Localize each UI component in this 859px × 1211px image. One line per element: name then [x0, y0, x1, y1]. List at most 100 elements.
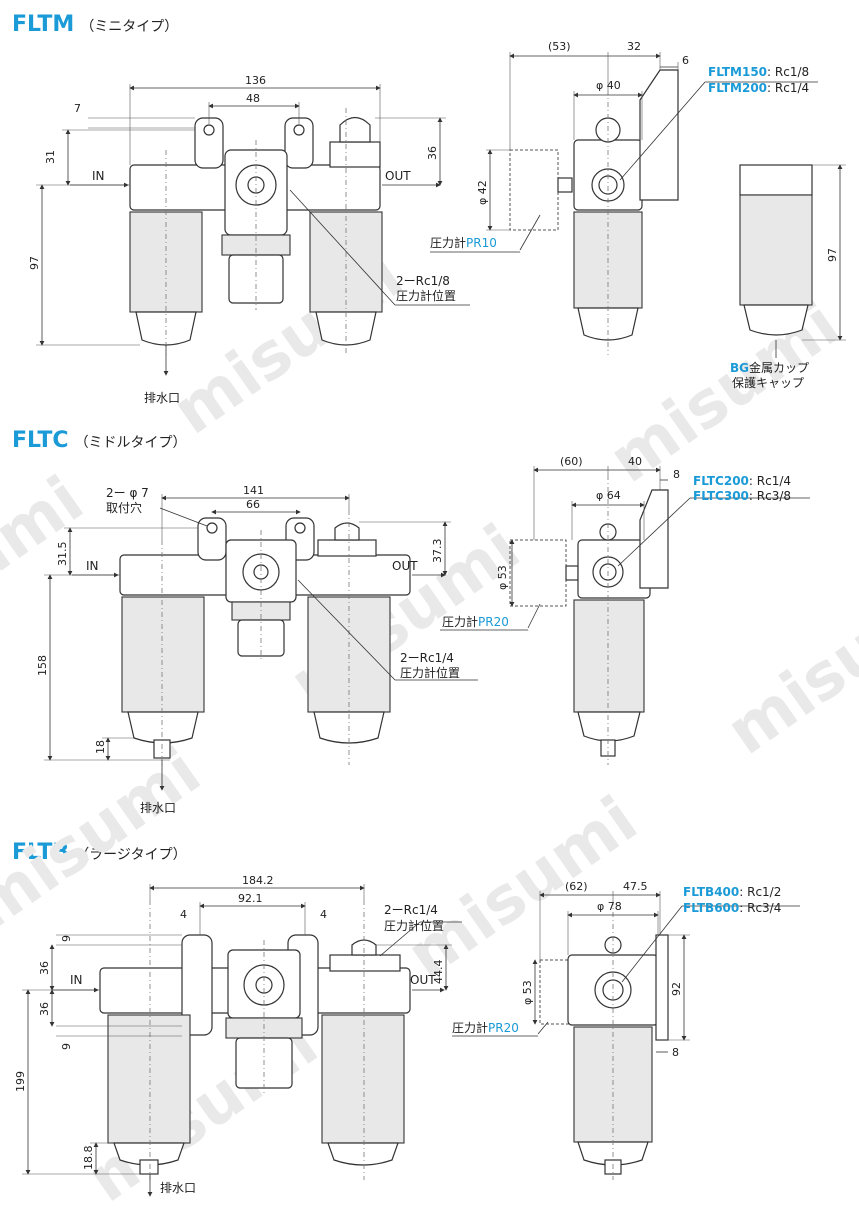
fltc-dim-left-315: 31.5: [56, 542, 69, 567]
fltc-subtitle: （ミドルタイプ）: [74, 435, 187, 451]
fltb-dim-side-8: 8: [672, 1046, 679, 1059]
fltb-model-1-port: : Rc1/2: [739, 885, 781, 899]
fltc-out-label: OUT: [392, 559, 418, 573]
fltb-side-view: (62) 47.5 φ 78 φ 53 圧力計PR20 92 8 FLTB400…: [452, 880, 800, 1180]
fltm-side-view: (53) 32 6 φ 40 φ 42 圧力計PR10 FLTM150: Rc1…: [430, 40, 818, 355]
fltc-dim-right-373: 37.3: [431, 539, 444, 564]
fltm-out-label: OUT: [385, 169, 411, 183]
fltm-cap-text-2: 保護キャップ: [732, 375, 804, 390]
fltm-dim-side-32: 32: [627, 40, 641, 53]
fltc-model-2-name: FLTC300: [693, 489, 749, 503]
fltm-port-note-1: 2ーRc1/8: [396, 274, 450, 288]
fltc-dim-total-w: 141: [243, 484, 264, 497]
fltm-model-2-name: FLTM200: [708, 81, 767, 95]
fltc-dim-inner-w: 66: [246, 498, 260, 511]
fltc-drain-label: 排水口: [140, 801, 176, 815]
fltc-dim-bottom-18: 18: [94, 740, 107, 754]
fltm-dim-side-6: 6: [682, 54, 689, 67]
fltb-front-view: 184.2 92.1 4 4 2ーRc1/4 圧力計位置 9 36 36 9 1…: [14, 874, 462, 1197]
fltm-dim-right-36: 36: [426, 146, 439, 160]
fltb-dim-bot-9: 9: [60, 1043, 73, 1050]
fltc-title: FLTC （ミドルタイプ）: [12, 428, 187, 453]
fltb-dim-total-w: 184.2: [242, 874, 274, 887]
fltm-dim-side-53: (53): [548, 40, 571, 53]
fltb-dim-top-9: 9: [60, 935, 73, 942]
fltm-model-2-port: : Rc1/4: [767, 81, 809, 95]
fltb-dim-left-4: 4: [180, 908, 187, 921]
fltb-title: FLTB （ラージタイプ）: [12, 840, 187, 865]
fltb-dim-phi53: φ 53: [521, 980, 534, 1005]
fltm-title: FLTM （ミニタイプ）: [12, 12, 178, 37]
fltc-dim-height-158: 158: [36, 655, 49, 676]
fltm-code: FLTM: [12, 12, 75, 37]
fltm-subtitle: （ミニタイプ）: [80, 19, 179, 35]
fltm-dim-left-31: 31: [44, 150, 57, 164]
fltc-gauge-prefix: 圧力計: [442, 614, 478, 629]
fltb-gauge-label: 圧力計PR20: [452, 1020, 519, 1035]
fltm-front-view: 136 48 7 31 97 36 IN OUT 排水口 2ーRc1/8 圧力計…: [28, 74, 470, 405]
fltb-subtitle: （ラージタイプ）: [75, 847, 187, 863]
fltb-dim-inner-w: 92.1: [238, 892, 263, 905]
fltm-drain-label: 排水口: [144, 391, 180, 405]
fltb-dim-bottom-188: 18.8: [82, 1146, 95, 1171]
fltb-dim-side-92: 92: [670, 982, 683, 996]
fltm-dim-phi40: φ 40: [596, 79, 621, 92]
fltc-model-2-port: : Rc3/8: [749, 489, 791, 503]
fltm-model-2: FLTM200: Rc1/4: [708, 81, 809, 95]
fltc-dim-side-60: (60): [560, 455, 583, 468]
fltb-gauge-code: PR20: [488, 1021, 519, 1035]
fltc-mount-note-1: 2ー φ 7: [106, 486, 149, 500]
fltc-dim-phi53: φ 53: [496, 565, 509, 590]
fltb-gauge-prefix: 圧力計: [452, 1020, 488, 1035]
fltb-dim-top-36: 36: [38, 961, 51, 975]
fltm-dim-phi42: φ 42: [476, 180, 489, 205]
fltc-dim-phi64: φ 64: [596, 489, 621, 502]
fltm-gauge-code: PR10: [466, 236, 497, 250]
fltm-dim-left-7: 7: [74, 102, 81, 115]
fltc-dim-side-40: 40: [628, 455, 642, 468]
fltm-cap-code: BG: [730, 361, 749, 375]
fltc-side-view: (60) 40 8 φ 64 φ 53 圧力計PR20 FLTC200: Rc1…: [440, 455, 810, 765]
fltc-model-1-name: FLTC200: [693, 474, 749, 488]
fltb-port-note-2: 圧力計位置: [384, 918, 444, 933]
fltb-model-2-name: FLTB600: [683, 901, 739, 915]
fltc-code: FLTC: [12, 428, 69, 453]
fltc-gauge-label: 圧力計PR20: [442, 614, 509, 629]
fltc-model-1: FLTC200: Rc1/4: [693, 474, 791, 488]
fltb-dim-bot-36: 36: [38, 1002, 51, 1016]
fltb-out-label: OUT: [410, 973, 436, 987]
fltm-gauge-label: 圧力計PR10: [430, 235, 497, 250]
fltb-dim-phi78: φ 78: [597, 900, 622, 913]
fltb-dim-right-444: 44.4: [432, 960, 445, 985]
fltm-gauge-prefix: 圧力計: [430, 235, 466, 250]
fltc-gauge-code: PR20: [478, 615, 509, 629]
fltb-model-1: FLTB400: Rc1/2: [683, 885, 781, 899]
fltm-dim-height-97: 97: [28, 256, 41, 270]
fltc-in-label: IN: [86, 559, 99, 573]
fltm-cap-view: 97 BG金属カップ 保護キャップ: [730, 164, 846, 390]
fltb-dim-height-199: 199: [14, 1071, 27, 1092]
fltb-code: FLTB: [12, 840, 70, 865]
fltb-in-label: IN: [70, 973, 83, 987]
watermark-text-8: misumi: [714, 559, 859, 769]
fltm-model-1-port: : Rc1/8: [767, 65, 809, 79]
fltm-in-label: IN: [92, 169, 105, 183]
fltb-drain-label: 排水口: [160, 1181, 196, 1195]
fltm-dim-total-w: 136: [245, 74, 266, 87]
fltc-dim-side-8: 8: [673, 468, 680, 481]
fltm-model-1: FLTM150: Rc1/8: [708, 65, 809, 79]
fltb-model-2: FLTB600: Rc3/4: [683, 901, 781, 915]
fltc-port-note-1: 2ーRc1/4: [400, 651, 454, 665]
fltm-port-note-2: 圧力計位置: [396, 288, 456, 303]
fltc-model-2: FLTC300: Rc3/8: [693, 489, 791, 503]
fltc-port-note-2: 圧力計位置: [400, 665, 460, 680]
fltb-model-1-name: FLTB400: [683, 885, 739, 899]
fltb-dim-side-62: (62): [565, 880, 588, 893]
fltc-mount-note-2: 取付穴: [106, 500, 142, 515]
fltm-cap-line-1: BG金属カップ: [730, 360, 809, 375]
fltm-model-1-name: FLTM150: [708, 65, 767, 79]
fltb-port-note-1: 2ーRc1/4: [384, 903, 438, 917]
fltc-front-view: 141 66 2ー φ 7 取付穴 31.5 158 18 37.3 IN OU…: [36, 484, 478, 815]
fltc-model-1-port: : Rc1/4: [749, 474, 791, 488]
